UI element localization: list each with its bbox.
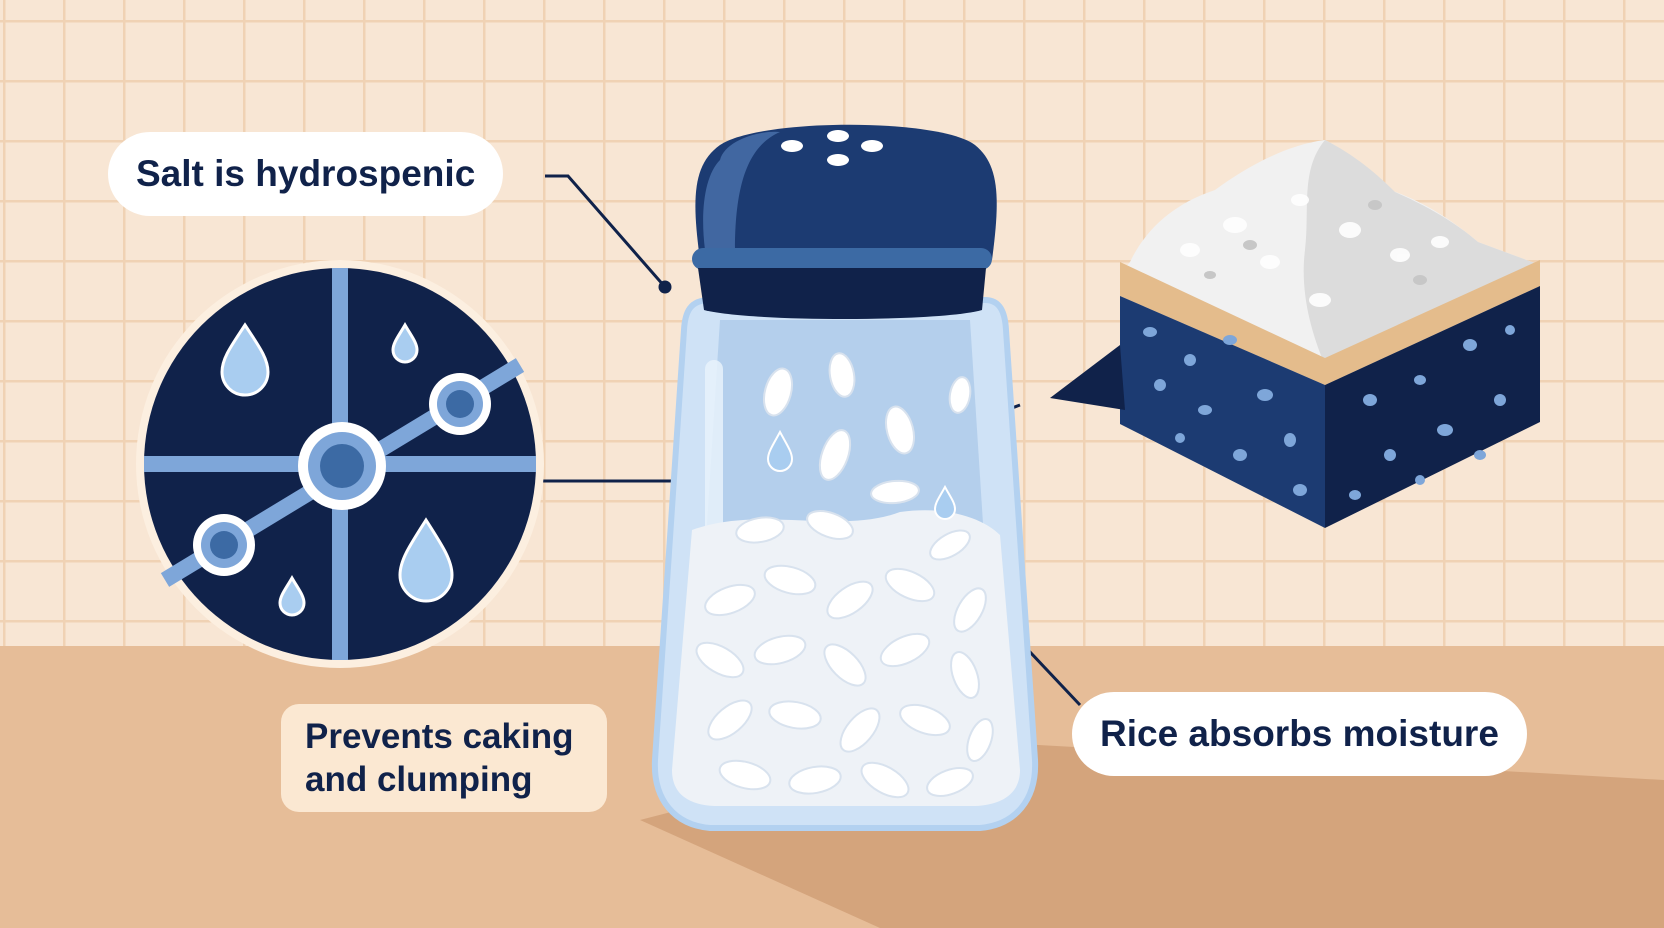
connector-salt-dot <box>658 280 672 294</box>
water-drop-icon <box>220 322 270 397</box>
connector-salt <box>545 174 667 288</box>
cap-holes <box>781 130 883 166</box>
label-prevents-caking: Prevents caking and clumping <box>281 704 607 812</box>
water-drop-icon <box>933 484 957 520</box>
atom-center <box>298 422 386 510</box>
rice-grain-icon <box>762 352 972 481</box>
shaker-cap <box>695 124 997 260</box>
atom-upper-right <box>429 373 491 435</box>
atom-lower-left <box>193 514 255 576</box>
clumped-salt-block-icon <box>1050 140 1540 528</box>
block-pointer <box>1050 345 1125 410</box>
water-drop-icon <box>398 517 454 603</box>
molecule-diagram-icon <box>136 260 544 668</box>
water-drop-icon <box>391 322 419 364</box>
water-drop-icon <box>278 575 306 617</box>
salt-shaker-icon <box>651 124 1039 831</box>
cap-band <box>692 248 992 270</box>
label-rice-absorbs-moisture: Rice absorbs moisture <box>1072 692 1527 776</box>
water-drop-icon <box>766 429 794 472</box>
label-salt-hygroscopic: Salt is hydrospenic <box>108 132 504 216</box>
